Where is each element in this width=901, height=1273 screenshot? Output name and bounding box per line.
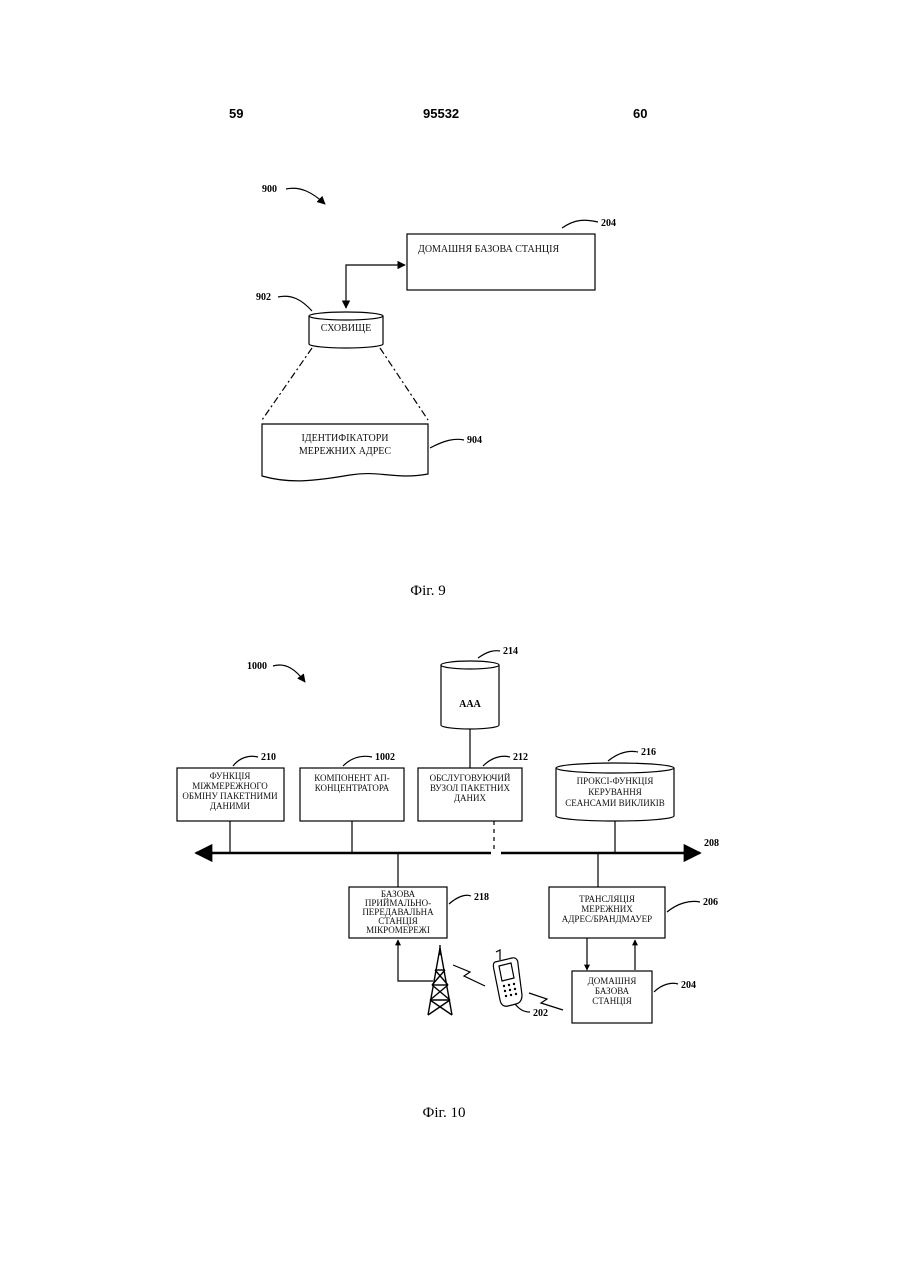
ref-218: 218	[474, 892, 489, 903]
iwf-label-line3: ОБМІНУ ПАКЕТНИМИ	[182, 791, 278, 801]
ref-208: 208	[704, 838, 719, 849]
bts-to-tower-connector	[398, 940, 433, 981]
figure-9-caption: Фіг. 9	[410, 583, 445, 599]
ref-216: 216	[641, 747, 656, 758]
ref-1000-arrow	[273, 665, 305, 682]
nat-label-line2: МЕРЕЖНИХ	[581, 904, 633, 914]
figure-10-caption: Фіг. 10	[423, 1105, 466, 1121]
ref-204-fig10: 204	[681, 980, 696, 991]
ref-214: 214	[503, 646, 518, 657]
ref-202: 202	[533, 1008, 548, 1019]
ref-904: 904	[467, 435, 482, 446]
ref-210-leader	[233, 756, 258, 766]
antenna-tower-icon	[428, 945, 452, 1015]
ref-900-arrow	[286, 188, 325, 204]
figure-9: 900 ДОМАШНЯ БАЗОВА СТАНЦІЯ 204 СХОВИЩЕ 9…	[256, 184, 616, 599]
mobile-phone-icon	[493, 950, 522, 1006]
ref-204: 204	[601, 218, 616, 229]
ref-204-leader	[562, 220, 598, 228]
ref-216-leader	[608, 751, 638, 761]
ref-902-leader	[278, 296, 312, 311]
ref-1002-leader	[343, 756, 372, 766]
pdsn-label-line1: ОБСЛУГОВУЮЧИЙ	[430, 773, 511, 783]
home-bs-label-line3: СТАНЦІЯ	[592, 996, 632, 1006]
ref-904-leader	[430, 439, 464, 448]
storage-label: СХОВИЩЕ	[321, 323, 371, 334]
ref-1000: 1000	[247, 661, 267, 672]
iwf-label-line1: ФУНКЦІЯ	[210, 771, 251, 781]
pdsn-label-line3: ДАНИХ	[454, 793, 487, 803]
ids-label-line2: МЕРЕЖНИХ АДРЕС	[299, 446, 392, 457]
ref-206-leader	[667, 901, 700, 912]
ref-212: 212	[513, 752, 528, 763]
ref-214-leader	[478, 651, 500, 658]
ai-label-line1: КОМПОНЕНТ АП-	[314, 773, 390, 783]
nat-label-line3: АДРЕС/БРАНДМАУЕР	[562, 914, 652, 924]
home-bs-label-line1: ДОМАШНЯ	[588, 976, 637, 986]
ids-label-line1: ІДЕНТИФІКАТОРИ	[301, 433, 388, 444]
wireless-link-tower-phone	[453, 965, 485, 986]
projection-line-right	[380, 348, 428, 420]
iwf-label-line2: МІЖМЕРЕЖНОГО	[192, 781, 268, 791]
projection-line-left	[262, 348, 312, 420]
ref-204-leader-fig10	[654, 983, 678, 992]
ref-202-leader	[515, 1004, 530, 1012]
ref-902: 902	[256, 292, 271, 303]
proxy-label-line2: КЕРУВАННЯ	[588, 787, 642, 797]
ai-label-line2: КОНЦЕНТРАТОРА	[315, 783, 390, 793]
pdsn-label-line2: ВУЗОЛ ПАКЕТНИХ	[430, 783, 510, 793]
figure-10: 1000 ААА 214 ФУНКЦІЯ МІЖМЕРЕЖНОГО ОБМІНУ…	[177, 646, 719, 1121]
ref-218-leader	[449, 895, 471, 904]
bts-label-line5: МІКРОМЕРЕЖІ	[366, 925, 430, 935]
aaa-label: ААА	[459, 699, 481, 710]
ref-1002: 1002	[375, 752, 395, 763]
aaa-server-cylinder	[441, 661, 499, 729]
iwf-label-line4: ДАНИМИ	[210, 801, 251, 811]
ref-212-leader	[483, 756, 510, 766]
ref-900: 900	[262, 184, 277, 195]
home-base-station-box	[407, 234, 595, 290]
nat-label-line1: ТРАНСЛЯЦІЯ	[579, 894, 635, 904]
home-bs-label-line2: БАЗОВА	[595, 986, 630, 996]
ref-206: 206	[703, 897, 718, 908]
proxy-label-line1: ПРОКСІ-ФУНКЦІЯ	[577, 776, 654, 786]
ref-210: 210	[261, 752, 276, 763]
proxy-label-line3: СЕАНСАМИ ВИКЛИКІВ	[565, 798, 664, 808]
home-base-station-label: ДОМАШНЯ БАЗОВА СТАНЦІЯ	[418, 244, 559, 255]
storage-home-bs-connector	[346, 265, 405, 308]
bus-gap	[491, 850, 501, 857]
